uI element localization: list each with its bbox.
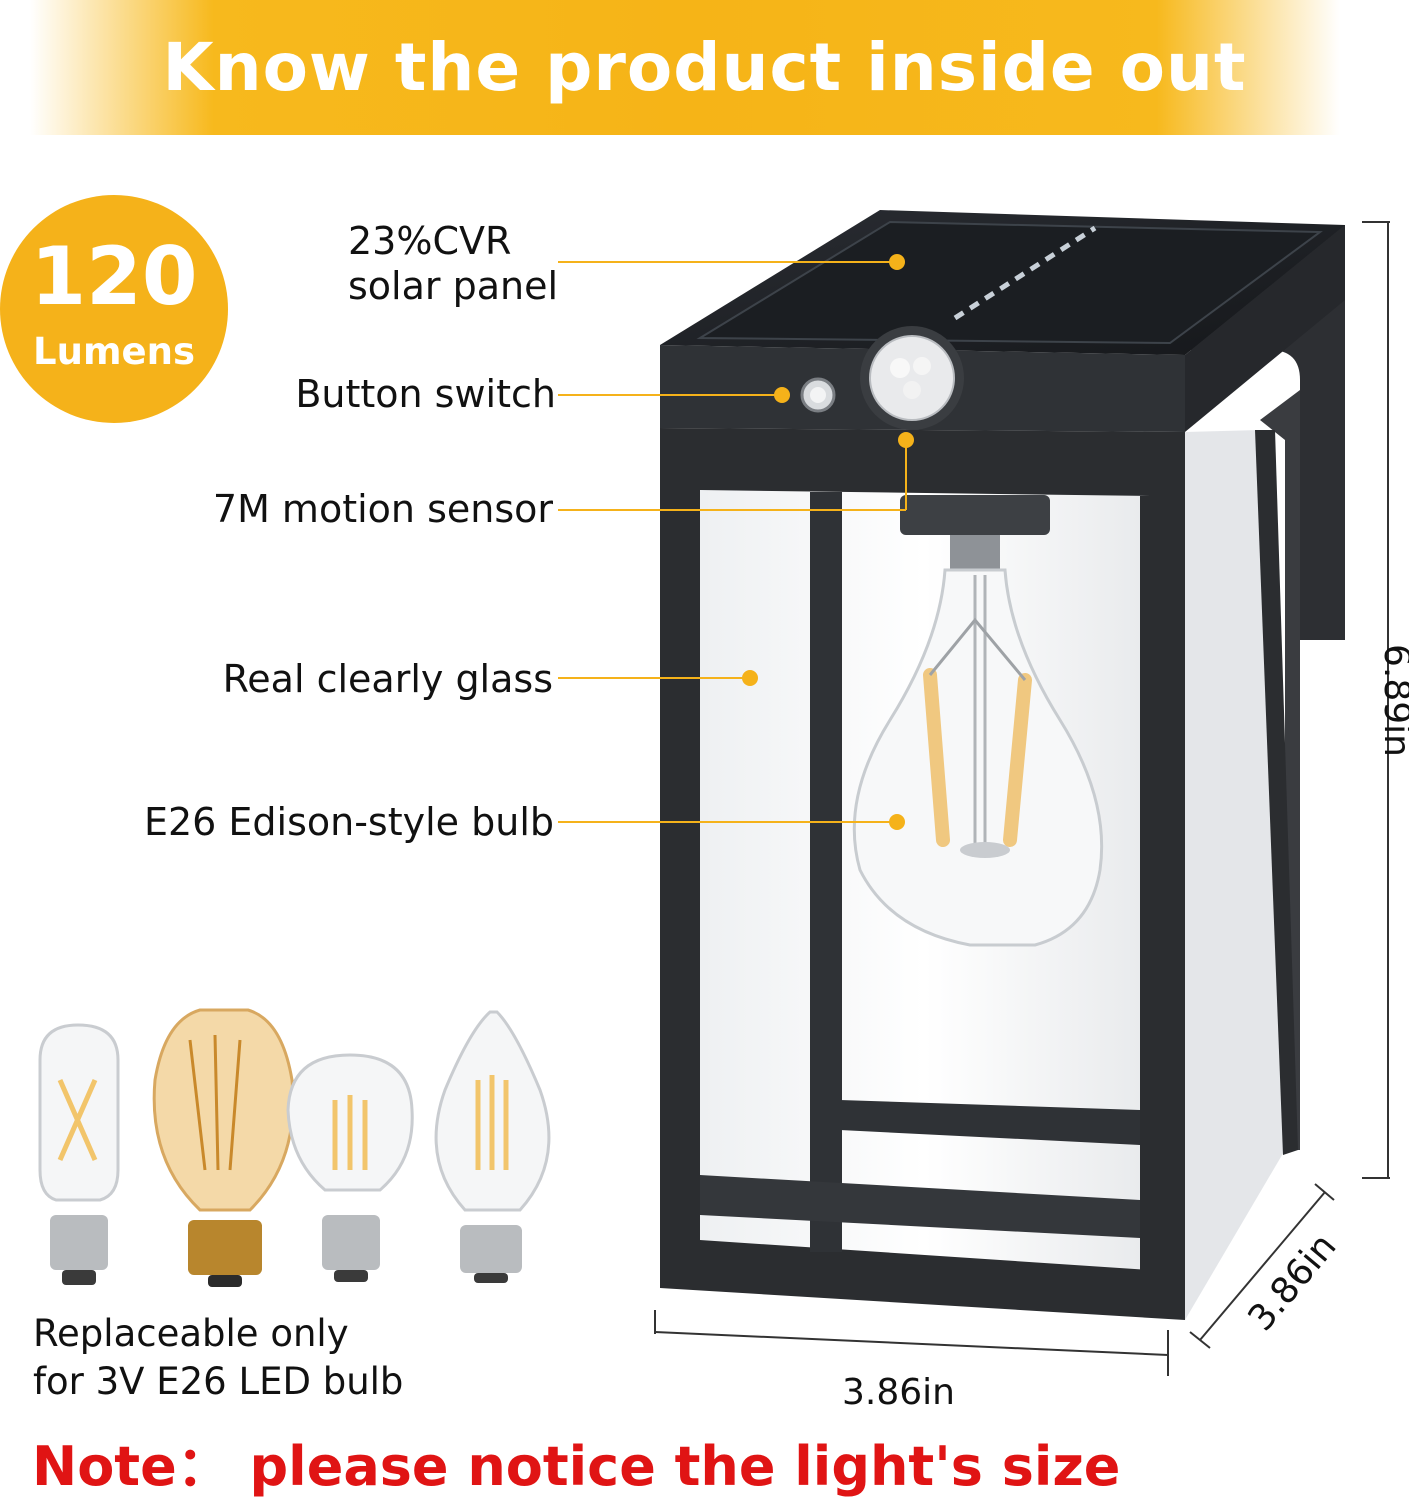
replaceable-line2: for 3V E26 LED bulb: [33, 1360, 404, 1403]
button-switch-label: Button switch: [295, 372, 556, 416]
width-dimension-line: [654, 1331, 1169, 1356]
motion-sensor: [869, 335, 955, 421]
replaceable-line1: Replaceable only: [33, 1312, 349, 1355]
depth-dimension-line: [1199, 1191, 1326, 1341]
lumens-badge: [0, 195, 228, 423]
lumens-value: 120: [30, 230, 198, 323]
bulb-label: E26 Edison-style bulb: [143, 800, 554, 844]
size-note: Note： please notice the light's size: [32, 1435, 1121, 1498]
motion-sensor-label: 7M motion sensor: [212, 487, 553, 531]
width-dimension-label: 3.86in: [842, 1372, 955, 1413]
solar-panel-label-line1: 23%CVR: [348, 219, 512, 263]
amber-edison-bulb: [152, 1008, 295, 1212]
glass-label: Real clearly glass: [222, 657, 553, 701]
banner-title: Know the product inside out: [162, 29, 1247, 106]
header-banner: [30, 0, 1340, 135]
replaceable-note: Replaceable only for 3V E26 LED bulb: [33, 1310, 403, 1406]
edison-bulb: [852, 568, 1104, 947]
replacement-bulbs: [38, 1008, 551, 1287]
solar-panel-label-line2: solar panel: [348, 264, 559, 308]
height-dimension-label: 6.89in: [1375, 644, 1409, 757]
lumens-unit: Lumens: [33, 330, 195, 373]
